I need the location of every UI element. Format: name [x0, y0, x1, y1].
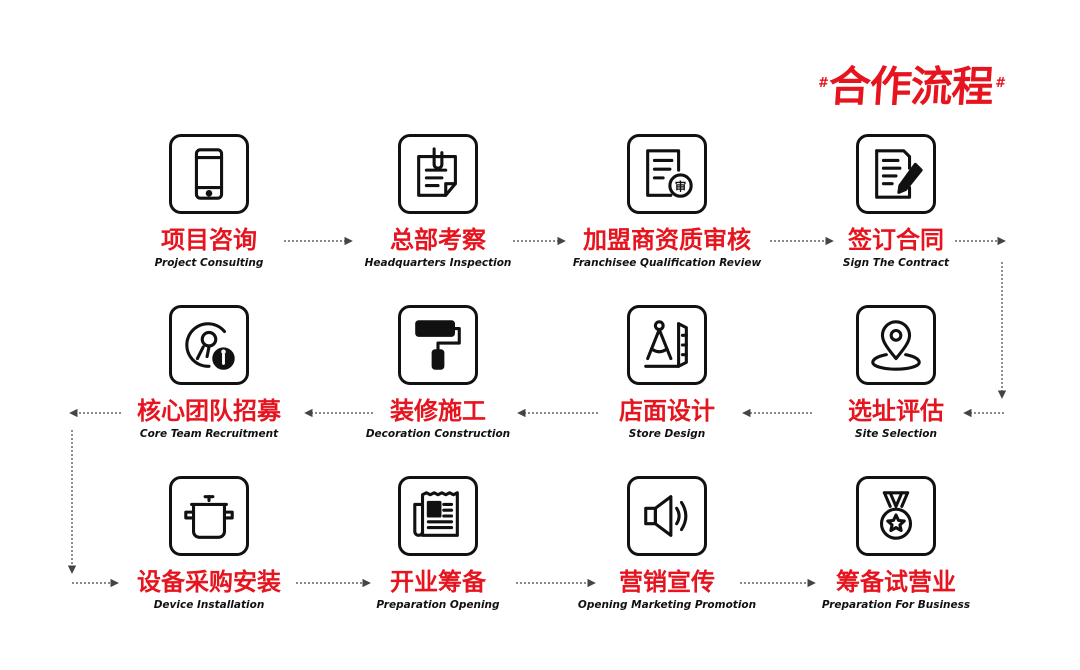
step-label-cn: 核心团队招募 — [137, 397, 281, 425]
step-label-cn: 筹备试营业 — [836, 568, 956, 596]
step-label-en: Headquarters Inspection — [364, 257, 512, 269]
step-label-en: Opening Marketing Promotion — [577, 599, 757, 611]
step-label-cn: 营销宣传 — [619, 568, 715, 596]
step-label-en: Project Consulting — [154, 257, 264, 269]
step-franchisee-review: 审 加盟商资质审核 Franchisee Qualification Revie… — [552, 134, 782, 284]
step-device-installation: 设备采购安装 Device Installation — [94, 476, 324, 626]
step-core-team-recruitment: 核心团队招募 Core Team Recruitment — [94, 305, 324, 455]
step-label-en: Preparation For Business — [821, 599, 971, 611]
step-label-cn: 店面设计 — [619, 397, 715, 425]
cooking-pot-icon — [169, 476, 249, 556]
step-opening-marketing: 营销宣传 Opening Marketing Promotion — [552, 476, 782, 626]
medal-star-icon — [856, 476, 936, 556]
title-hash-left: # — [818, 75, 828, 91]
step-label-en: Sign The Contract — [842, 257, 950, 269]
step-label-cn: 装修施工 — [390, 397, 486, 425]
step-label-en: Store Design — [628, 428, 706, 440]
step-label-cn: 签订合同 — [848, 226, 944, 254]
recruit-person-icon — [169, 305, 249, 385]
clipboard-note-icon — [398, 134, 478, 214]
step-label-cn: 项目咨询 — [161, 226, 257, 254]
smartphone-icon — [169, 134, 249, 214]
page-title: # 合作流程 # — [818, 55, 1028, 111]
step-headquarters-inspection: 总部考察 Headquarters Inspection — [323, 134, 553, 284]
step-store-design: 店面设计 Store Design — [552, 305, 782, 455]
step-label-en: Device Installation — [153, 599, 265, 611]
step-label-en: Core Team Recruitment — [139, 428, 279, 440]
step-label-cn: 总部考察 — [390, 226, 486, 254]
step-site-selection: 选址评估 Site Selection — [781, 305, 1011, 455]
newspaper-icon — [398, 476, 478, 556]
document-review-icon: 审 — [627, 134, 707, 214]
step-label-en: Preparation Opening — [376, 599, 500, 611]
step-label-en: Site Selection — [855, 428, 937, 440]
paint-roller-icon — [398, 305, 478, 385]
compass-ruler-icon — [627, 305, 707, 385]
step-sign-contract: 签订合同 Sign The Contract — [781, 134, 1011, 284]
contract-pen-icon — [856, 134, 936, 214]
speaker-icon — [627, 476, 707, 556]
step-preparation-business: 筹备试营业 Preparation For Business — [781, 476, 1011, 626]
step-label-cn: 开业筹备 — [390, 568, 486, 596]
step-decoration-construction: 装修施工 Decoration Construction — [323, 305, 553, 455]
step-preparation-opening: 开业筹备 Preparation Opening — [323, 476, 553, 626]
svg-text:审: 审 — [675, 179, 687, 193]
title-hash-right: # — [995, 75, 1005, 91]
step-label-cn: 设备采购安装 — [137, 568, 281, 596]
step-label-cn: 选址评估 — [848, 397, 944, 425]
step-label-cn: 加盟商资质审核 — [583, 226, 751, 254]
location-pin-icon — [856, 305, 936, 385]
step-project-consulting: 项目咨询 Project Consulting — [94, 134, 324, 284]
step-label-en: Decoration Construction — [365, 428, 511, 440]
step-label-en: Franchisee Qualification Review — [572, 257, 762, 269]
